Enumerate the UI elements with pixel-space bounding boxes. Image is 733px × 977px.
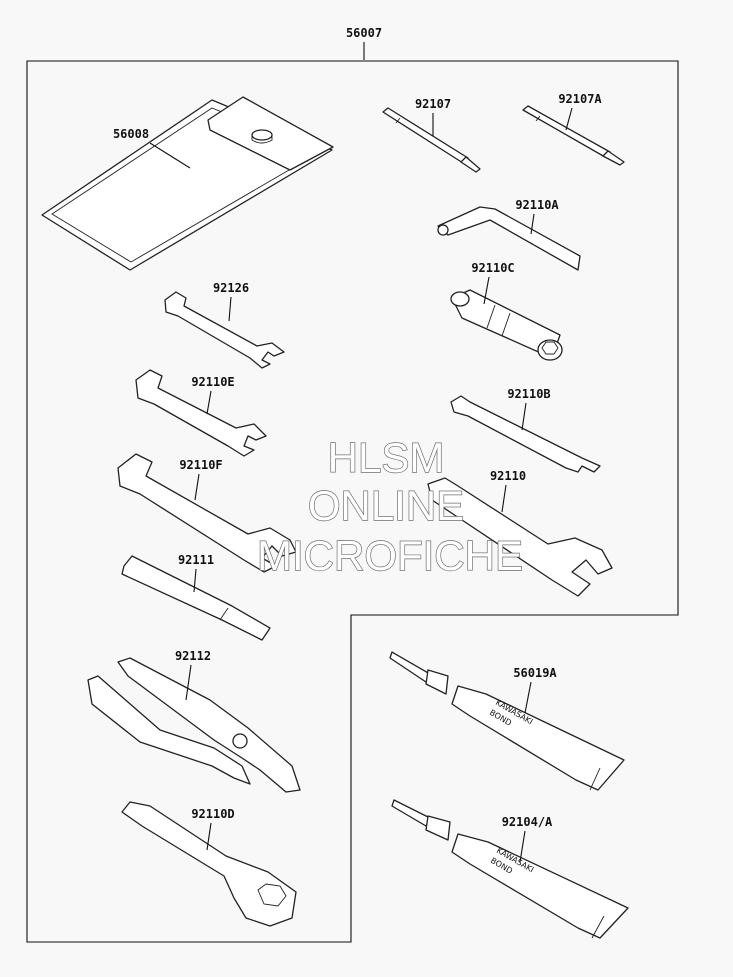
leader-92112 <box>185 664 192 701</box>
watermark-line3: MICROFICHE <box>257 532 523 579</box>
label-92110F: 92110F <box>179 458 222 472</box>
wrench-92110 <box>427 477 613 597</box>
leader-56008 <box>149 142 191 169</box>
label-92111: 92111 <box>178 553 214 567</box>
leader-92110 <box>501 484 507 513</box>
hex-key-92110A <box>437 206 581 271</box>
label-92126: 92126 <box>213 281 249 295</box>
label-92107: 92107 <box>415 97 451 111</box>
screwdriver-bit-92107A <box>522 105 625 166</box>
leader-92110B <box>521 402 527 431</box>
tool-pouch-56008 <box>41 96 334 271</box>
leader-92126 <box>228 296 232 322</box>
bond-tube-92104A: KAWASAKI BOND <box>391 799 629 939</box>
leader-92110E <box>206 390 212 415</box>
label-92110A: 92110A <box>515 198 559 212</box>
leader-92110C <box>483 276 490 305</box>
wrench-92126 <box>164 291 285 369</box>
label-92112: 92112 <box>175 649 211 663</box>
label-56019A: 56019A <box>513 666 557 680</box>
spark-plug-socket-92110C <box>450 289 563 361</box>
label-92110E: 92110E <box>191 375 234 389</box>
screwdriver-bit-92107 <box>382 107 481 173</box>
watermark-line1: HLSM <box>328 434 445 481</box>
pliers-92112 <box>87 657 301 793</box>
extension-bar-92111 <box>121 555 271 641</box>
leader-56019A <box>524 681 532 714</box>
label-92110: 92110 <box>490 469 526 483</box>
assembly-border <box>26 60 679 943</box>
label-92110C: 92110C <box>471 261 514 275</box>
flat-tool-92110B <box>450 395 601 473</box>
leader-92107A <box>565 107 573 131</box>
label-56007: 56007 <box>346 26 382 40</box>
leader-92111 <box>193 568 197 593</box>
label-92110D: 92110D <box>191 807 234 821</box>
wrench-92110F <box>117 453 297 573</box>
leader-92110F <box>194 473 200 501</box>
leader-92110D <box>206 822 212 851</box>
label-92104A: 92104/A <box>502 815 553 829</box>
leader-92104A <box>519 830 526 863</box>
bond-tube-56019A: KAWASAKI BOND <box>389 651 625 791</box>
label-92107A: 92107A <box>558 92 602 106</box>
watermark-line2: ONLINE <box>308 482 464 529</box>
watermark: HLSM ONLINE MICROFICHE <box>256 433 523 579</box>
box-wrench-92110D <box>121 801 297 927</box>
label-56008: 56008 <box>113 127 149 141</box>
leader-92110A <box>530 213 535 235</box>
label-92110B: 92110B <box>507 387 550 401</box>
wrench-92110E <box>135 369 267 457</box>
